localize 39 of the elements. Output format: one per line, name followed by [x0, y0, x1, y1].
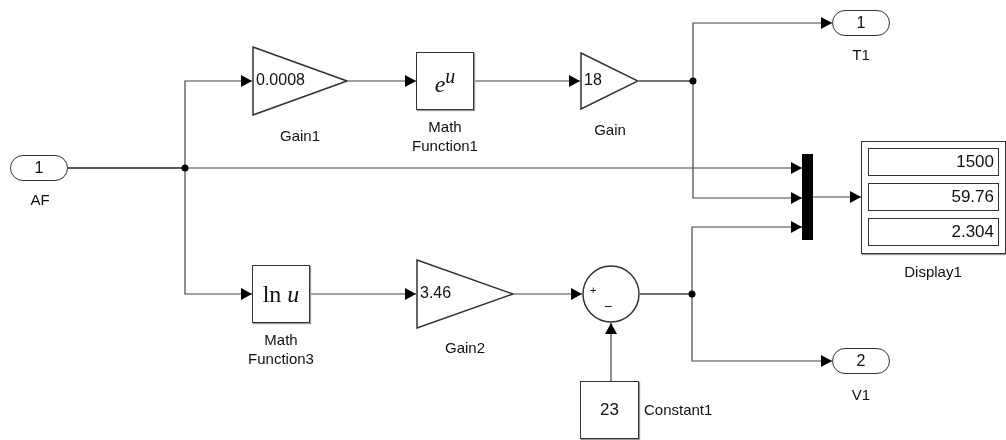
gain-value: 3.46	[420, 284, 452, 302]
sum-block	[582, 265, 640, 323]
signal-arrow	[67, 167, 253, 300]
sign-label: +	[590, 284, 597, 296]
signal-arrow	[605, 322, 617, 382]
gain-block	[580, 52, 639, 110]
block-name: Display1	[903, 262, 963, 281]
block-name: T1	[851, 45, 871, 64]
signal-arrow	[812, 191, 862, 203]
block-name: Gain	[593, 120, 627, 139]
block-name: V1	[850, 385, 872, 404]
port-block: 1	[10, 155, 68, 181]
block-name: Gain2	[444, 338, 486, 357]
mux-bar	[802, 154, 813, 240]
signal-arrow	[347, 75, 417, 87]
display-block	[861, 141, 1006, 254]
block-name: Math Function3	[247, 330, 315, 368]
signal-arrow	[513, 288, 583, 300]
signal-arrow	[309, 288, 417, 300]
block-name: Gain1	[279, 126, 321, 145]
gain-value: 0.0008	[256, 71, 305, 89]
gain-value: 18	[584, 71, 602, 89]
block-name: Math Function1	[411, 117, 479, 155]
port-block: 2	[832, 348, 890, 374]
gain-block	[416, 259, 514, 329]
sign-label: −	[604, 298, 613, 314]
function-block: ln u	[252, 265, 310, 323]
signal-arrow	[638, 80, 803, 204]
block-name: Constant1	[644, 400, 714, 419]
constant-block: 23	[580, 381, 639, 439]
display-value-field: 59.76	[868, 183, 999, 211]
signal-arrow	[473, 75, 581, 87]
display-value-field: 1500	[868, 148, 999, 176]
signal-arrow	[639, 293, 833, 367]
function-block: e$^{u}$	[416, 52, 474, 110]
gain-block	[252, 46, 348, 116]
port-block: 1	[832, 10, 890, 36]
block-name: AF	[29, 190, 51, 209]
display-value-field: 2.304	[868, 218, 999, 246]
